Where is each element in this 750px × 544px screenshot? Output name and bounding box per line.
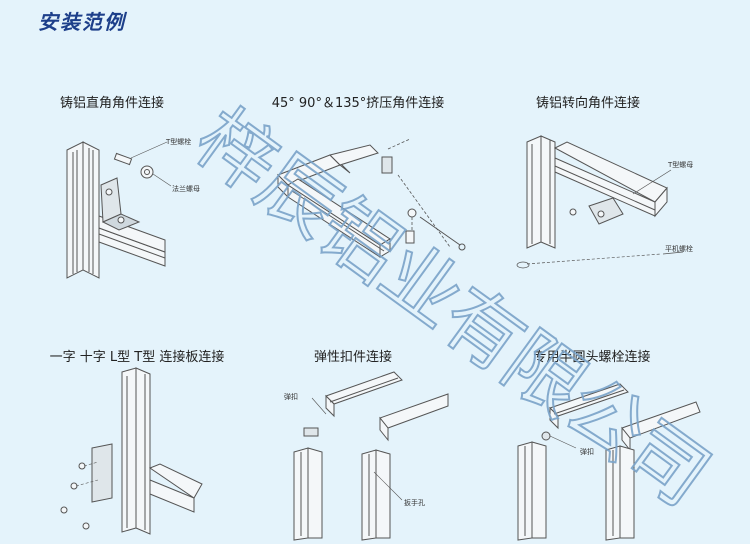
caption-cast-turning-angle: 铸铝转向角件连接 bbox=[535, 96, 641, 111]
illustration-extruded-angle bbox=[277, 138, 466, 258]
page-title: 安装范例 bbox=[38, 10, 126, 34]
caption-extruded-angle: 45° 90°＆135°挤压角件连接 bbox=[271, 96, 445, 111]
illustration-cast-right-angle bbox=[66, 141, 172, 279]
label-flat-bolt: 平机螺栓 bbox=[665, 245, 693, 253]
illustration-elastic-clip bbox=[293, 371, 449, 541]
label-spring-clip-2: 弹扣 bbox=[580, 448, 594, 456]
caption-cast-right-angle: 铸铝直角角件连接 bbox=[59, 96, 165, 111]
label-t-bolt: T型螺栓 bbox=[166, 138, 192, 146]
illustration-cast-turning-angle bbox=[516, 135, 684, 269]
label-wrench-hole: 扳手孔 bbox=[404, 499, 425, 507]
label-flange-nut: 法兰螺母 bbox=[172, 185, 200, 193]
label-spring-clip: 弹扣 bbox=[284, 393, 298, 401]
illustration-half-round-bolt bbox=[517, 383, 701, 541]
caption-connecting-plate: 一字 十字 L型 T型 连接板连接 bbox=[49, 350, 225, 365]
label-t-nut: T型螺母 bbox=[668, 161, 694, 169]
illustration-connecting-plate bbox=[60, 367, 203, 535]
caption-elastic-clip: 弹性扣件连接 bbox=[313, 350, 393, 365]
caption-half-round-bolt: 专用半圆头螺栓连接 bbox=[533, 350, 651, 365]
